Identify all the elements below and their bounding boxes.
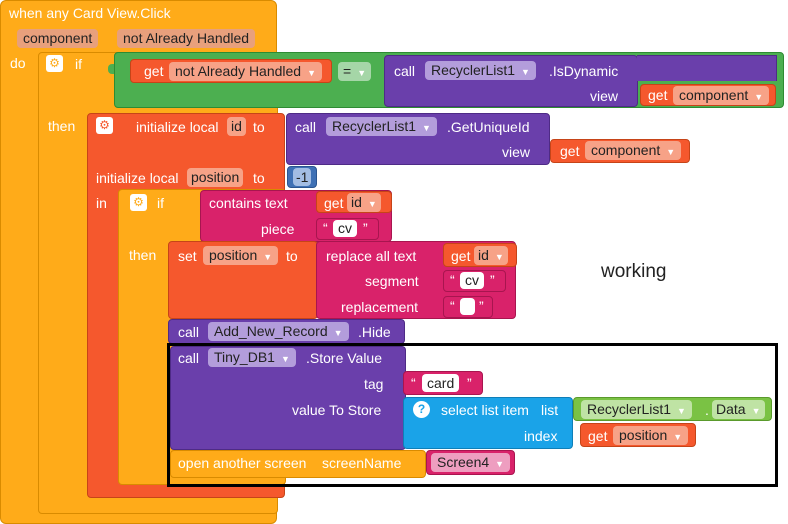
number-value[interactable]: -1 [293, 168, 312, 186]
get-var-dropdown[interactable]: position▼ [613, 426, 689, 445]
select-list-item-block[interactable] [403, 397, 573, 449]
quote-open: “ [411, 375, 416, 391]
get-var-dropdown[interactable]: component▼ [673, 86, 770, 105]
quote-close: ” [363, 220, 368, 236]
init-local-label: initialize local [96, 170, 179, 186]
text-value[interactable]: cv [460, 272, 484, 289]
call-label: call [178, 350, 200, 366]
then-label: then [129, 247, 157, 263]
index-label: index [524, 428, 558, 444]
quote-open: “ [450, 272, 455, 288]
call-label: call [178, 324, 200, 340]
replacement-label: replacement [341, 299, 419, 315]
get-var-dropdown[interactable]: component▼ [585, 141, 682, 160]
component-dropdown-recyclerlist1[interactable]: RecyclerList1▼ [425, 61, 536, 80]
local-var-id[interactable]: id [227, 117, 246, 136]
set-var-dropdown[interactable]: position▼ [203, 246, 279, 265]
call-label: call [394, 63, 416, 79]
text-value[interactable]: card [422, 374, 460, 392]
view-label: view [590, 88, 619, 104]
open-screen-label: open another screen [178, 455, 307, 471]
component-dropdown-recyclerlist1[interactable]: RecyclerList1▼ [581, 400, 692, 419]
piece-label: piece [261, 221, 295, 237]
compare-operator-dropdown[interactable]: =▼ [338, 62, 372, 81]
open-another-screen-block[interactable] [170, 450, 426, 478]
select-list-item-label: select list item [441, 402, 529, 418]
local-var-position[interactable]: position [187, 168, 244, 187]
list-label: list [541, 402, 559, 418]
get-var-dropdown[interactable]: id▼ [474, 246, 508, 265]
quote-close: ” [479, 298, 484, 314]
quote-open: “ [323, 220, 328, 236]
to-label: to [253, 170, 265, 186]
segment-label: segment [365, 273, 419, 289]
value-to-store-label: value To Store [292, 402, 382, 418]
text-value[interactable] [460, 298, 475, 315]
param-not-already-handled[interactable]: not Already Handled [117, 29, 256, 48]
highlight-box [167, 343, 778, 487]
get-label: get [324, 195, 344, 211]
quote-close: ” [467, 375, 472, 391]
get-label: get [648, 87, 668, 103]
contains-text-label: contains text [209, 195, 288, 211]
tag-label: tag [364, 376, 384, 392]
mutator-gear-icon[interactable]: ⚙ [46, 55, 63, 72]
replace-all-label: replace all text [326, 248, 417, 264]
set-label: set [178, 248, 197, 264]
view-label: view [502, 144, 531, 160]
get-label: get [144, 63, 164, 79]
get-var-dropdown[interactable]: not Already Handled▼ [169, 62, 323, 81]
call-isdynamic-socket [637, 55, 777, 81]
quote-open: “ [450, 298, 455, 314]
get-label: get [588, 428, 608, 444]
to-label: to [286, 248, 298, 264]
mutator-gear-icon[interactable]: ⚙ [96, 117, 113, 134]
mutator-gear-icon[interactable]: ⚙ [130, 194, 147, 211]
method-getuniqueid: .GetUniqueId [447, 119, 530, 135]
init-local-label: initialize local [136, 119, 219, 135]
quote-close: ” [490, 272, 495, 288]
if-label: if [157, 195, 164, 211]
in-label: in [96, 195, 107, 211]
text-value[interactable]: cv [333, 220, 357, 237]
call-label: call [295, 119, 317, 135]
component-dropdown-recyclerlist1[interactable]: RecyclerList1▼ [326, 117, 437, 136]
to-label: to [253, 119, 265, 135]
dot-separator: . [705, 402, 709, 418]
screen-dropdown[interactable]: Screen4▼ [431, 453, 511, 472]
input-connector [108, 64, 114, 74]
param-component[interactable]: component [17, 29, 99, 48]
method-hide: .Hide [358, 324, 391, 340]
component-dropdown-add-new-record[interactable]: Add_New_Record▼ [208, 322, 349, 341]
method-isdynamic: .IsDynamic [549, 63, 619, 79]
component-dropdown-tiny-db1[interactable]: Tiny_DB1▼ [208, 348, 296, 367]
get-label: get [560, 143, 580, 159]
do-label: do [10, 55, 26, 71]
help-icon[interactable]: ? [413, 401, 430, 418]
method-store-value: .Store Value [306, 350, 383, 366]
get-label: get [451, 248, 471, 264]
if-label: if [75, 56, 82, 72]
working-annotation: working [601, 261, 667, 282]
then-label: then [48, 118, 76, 134]
screen-name-label: screenName [322, 455, 402, 471]
property-dropdown-data[interactable]: Data▼ [712, 400, 765, 419]
event-header: when any Card View.Click [9, 5, 171, 21]
get-var-dropdown[interactable]: id▼ [347, 193, 381, 212]
